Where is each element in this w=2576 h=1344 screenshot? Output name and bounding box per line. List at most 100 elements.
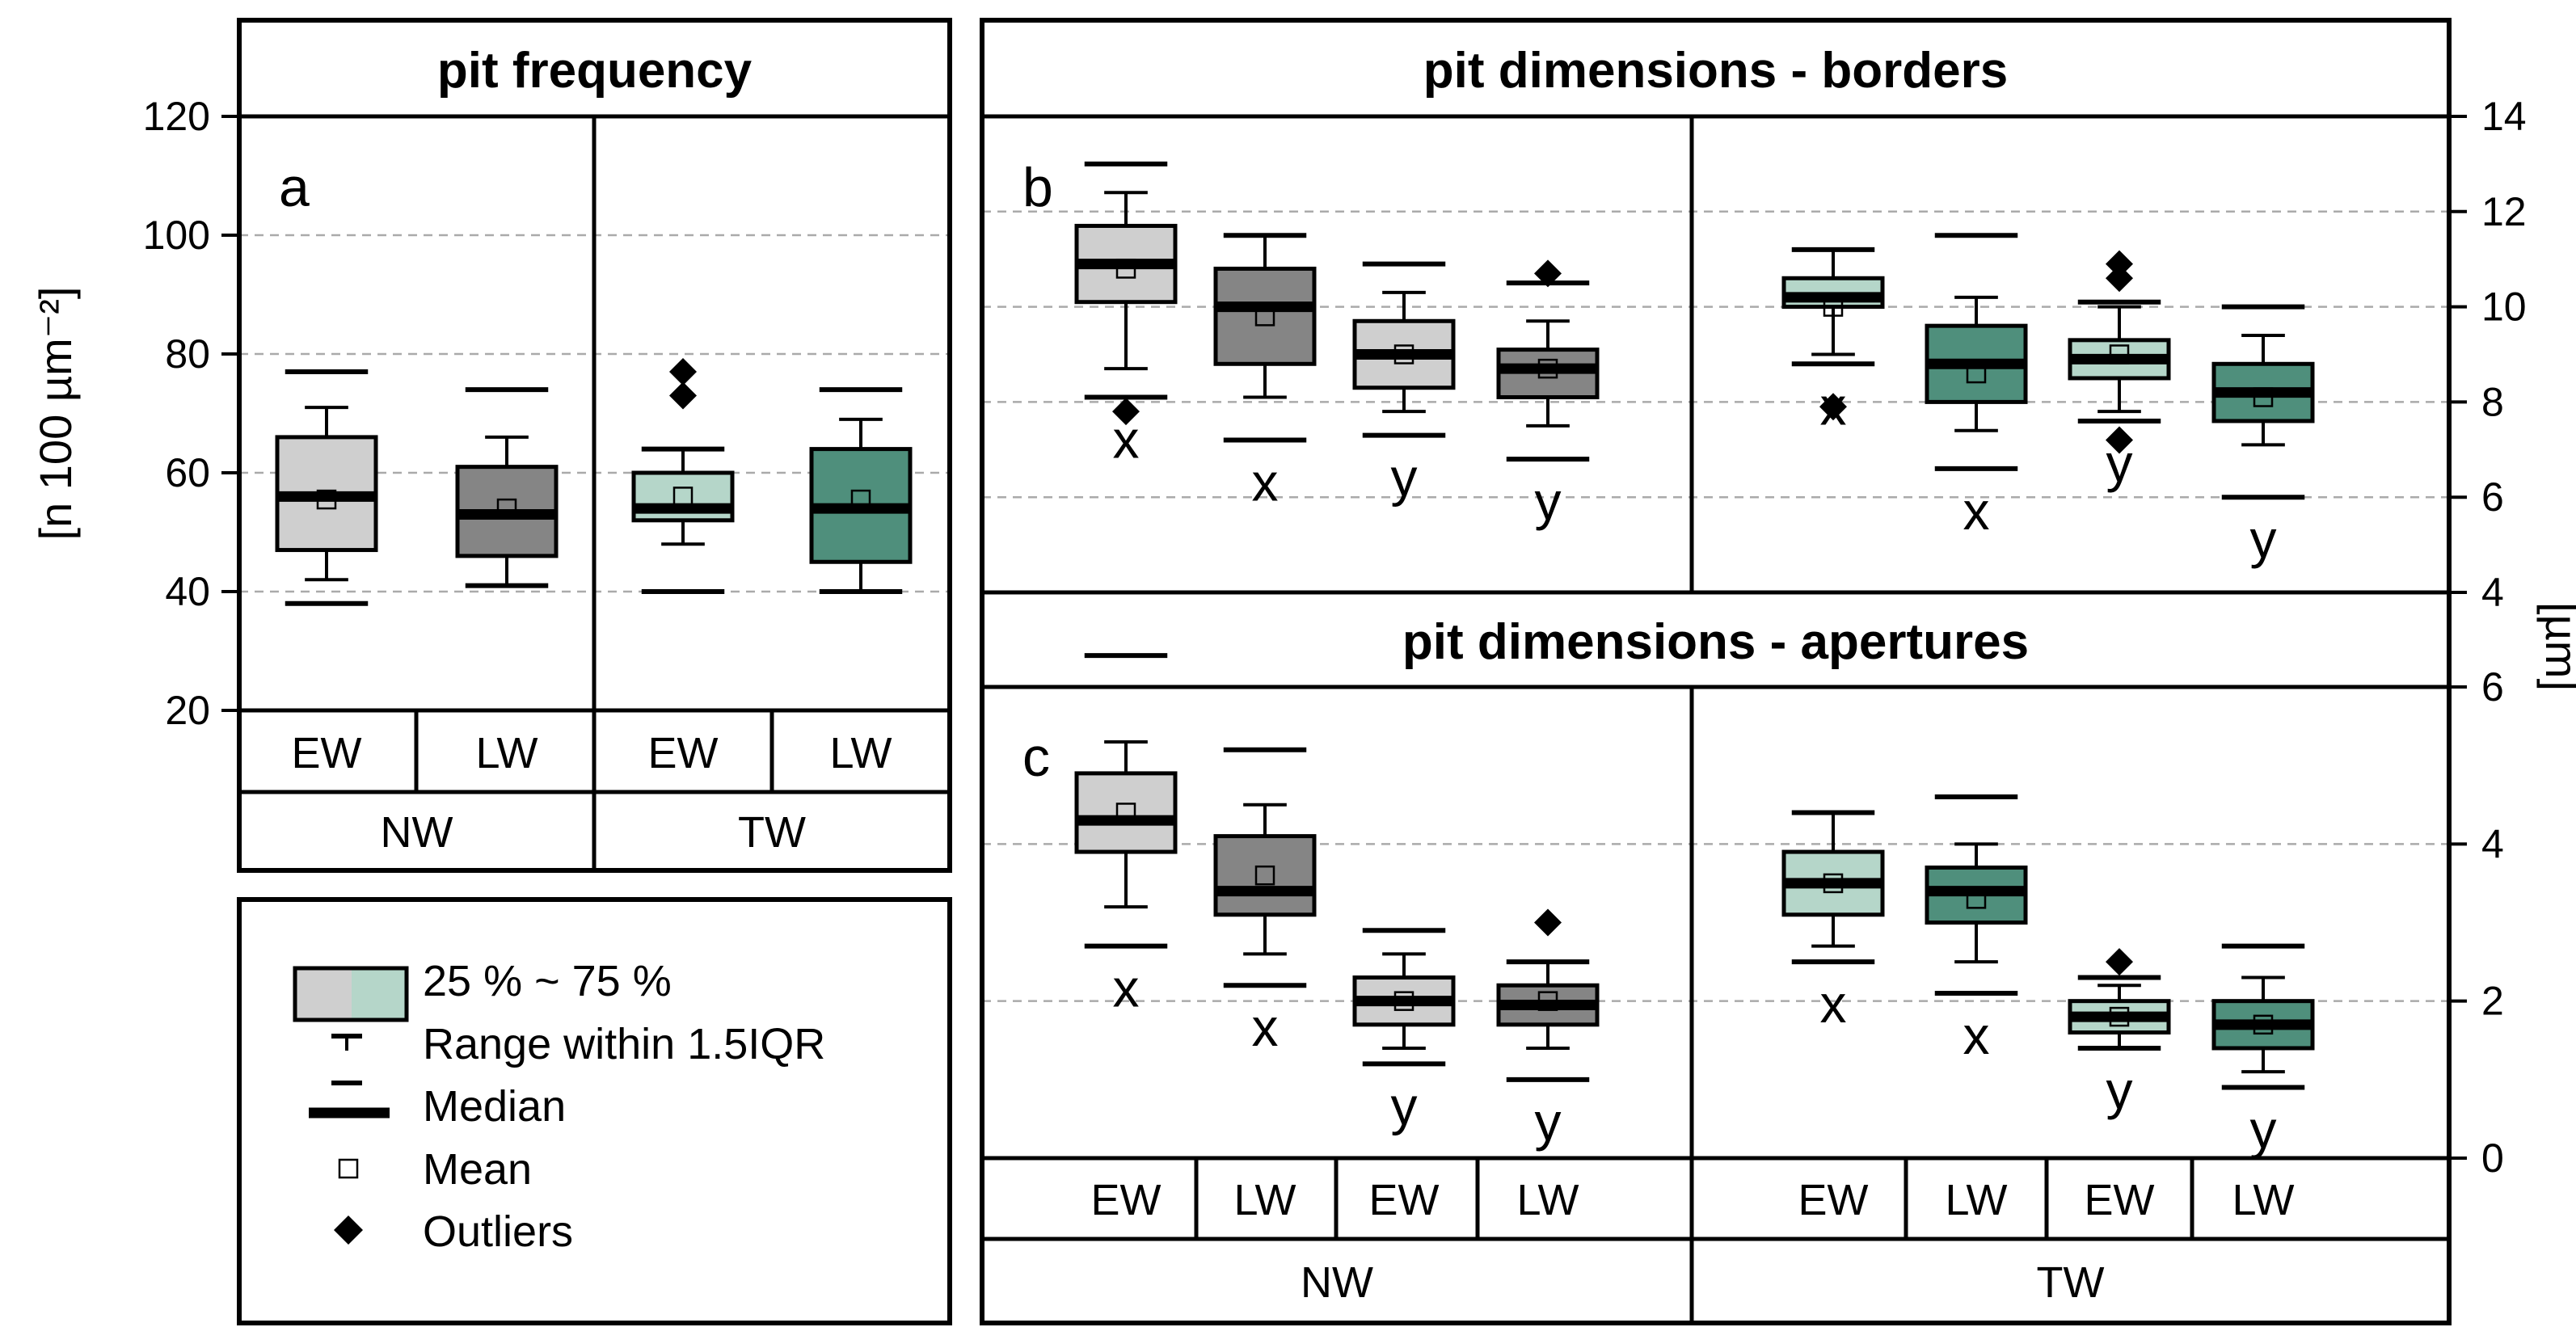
mean-marker — [1115, 259, 1136, 279]
panel-letter: b — [1022, 157, 1053, 218]
outlier-marker — [1112, 398, 1140, 426]
y-axis-label: [µm] — [2536, 602, 2576, 691]
box-group: x — [1074, 161, 1178, 470]
legend-outlier-marker — [334, 1215, 363, 1245]
mean-marker — [1537, 358, 1558, 379]
group-label: TW — [2037, 1258, 2105, 1307]
mean-marker — [1537, 991, 1558, 1011]
legend-swatch-border — [293, 966, 409, 1022]
legend-swatch-teal — [352, 968, 407, 1020]
box-group: y — [1352, 928, 1456, 1135]
y-tick-label: 60 — [165, 450, 210, 495]
outlier-marker — [2106, 948, 2133, 976]
y-tick-label: 8 — [2481, 379, 2504, 424]
box-group — [631, 358, 735, 594]
outlier-marker — [2106, 250, 2133, 278]
mean-marker — [1115, 803, 1136, 823]
y-tick-label: 120 — [143, 94, 210, 139]
mean-marker — [1254, 306, 1275, 327]
category-label: LW — [1234, 1176, 1296, 1224]
group-label: NW — [381, 808, 453, 857]
outlier-marker — [1534, 259, 1562, 288]
significance-label: y — [1535, 471, 1562, 531]
box-group: y — [1496, 259, 1600, 531]
box-group: y — [1352, 261, 1456, 508]
y-axis-label: [n 100 µm⁻²] — [30, 287, 81, 541]
panel-bc-frame — [980, 18, 2452, 1325]
mean-marker — [316, 489, 337, 510]
category-label: EW — [648, 729, 719, 777]
panel-title: pit frequency — [437, 43, 753, 99]
legend-item-label: 25 % ~ 75 % — [423, 957, 672, 1005]
significance-label: x — [1963, 1005, 1990, 1065]
category-label: LW — [830, 729, 892, 777]
category-label: LW — [2232, 1176, 2295, 1224]
outlier-marker — [1819, 393, 1847, 421]
category-label: EW — [1091, 1176, 1162, 1224]
significance-label: y — [2250, 509, 2277, 569]
y-tick-label: 6 — [2481, 474, 2504, 520]
box-group — [455, 387, 559, 588]
box-group — [809, 387, 913, 594]
box-group: y — [2211, 943, 2315, 1160]
significance-label: x — [1252, 453, 1279, 512]
y-tick-label: 0 — [2481, 1135, 2504, 1181]
legend-item-label: Outliers — [423, 1207, 573, 1256]
legend-frame — [237, 897, 952, 1325]
significance-label: y — [1535, 1092, 1562, 1152]
mean-marker — [1823, 873, 1844, 894]
box-group: x — [1781, 246, 1885, 436]
category-label: LW — [1946, 1176, 2008, 1224]
significance-label: x — [1113, 410, 1140, 470]
mean-marker — [1393, 991, 1414, 1011]
outlier-marker — [2106, 426, 2133, 454]
significance-label: y — [2250, 1100, 2277, 1160]
box-group: x — [1213, 233, 1317, 512]
mean-marker — [1966, 889, 1987, 909]
iqr-box — [1074, 771, 1178, 854]
outlier-marker — [1534, 908, 1562, 937]
box-group — [275, 369, 378, 606]
y-tick-label: 2 — [2481, 979, 2504, 1024]
box-group: x — [1213, 747, 1317, 1057]
box-group: x — [1925, 794, 2028, 1065]
y-tick-label: 4 — [2481, 570, 2504, 615]
box-group: x — [1074, 653, 1178, 1018]
category-label: EW — [292, 729, 362, 777]
y-tick-label: 20 — [165, 688, 210, 733]
category-label: EW — [2085, 1176, 2155, 1224]
mean-marker — [496, 498, 517, 519]
significance-label: y — [1391, 1076, 1418, 1135]
group-label: NW — [1301, 1258, 1373, 1307]
mean-marker — [672, 487, 694, 507]
outlier-marker — [669, 381, 697, 410]
significance-label: x — [1113, 958, 1140, 1018]
y-tick-label: 4 — [2481, 821, 2504, 866]
mean-marker — [850, 489, 871, 510]
significance-label: x — [1252, 997, 1279, 1057]
outlier-marker — [2106, 264, 2133, 293]
group-label: TW — [738, 808, 806, 857]
panel-title: pit dimensions - apertures — [1402, 614, 2029, 670]
mean-marker — [1823, 297, 1844, 317]
panel-title: pit dimensions - borders — [1423, 43, 2008, 99]
significance-label: y — [1391, 448, 1418, 508]
mean-marker — [2253, 1014, 2274, 1035]
iqr-box — [1213, 266, 1317, 366]
significance-label: x — [1820, 376, 1847, 436]
significance-label: x — [1963, 481, 1990, 541]
box-group: y — [2068, 948, 2171, 1120]
y-tick-label: 14 — [2481, 94, 2527, 139]
y-tick-label: 80 — [165, 331, 210, 377]
box-group: x — [1781, 810, 1885, 1034]
box-group: y — [2068, 250, 2171, 493]
box-group: x — [1925, 233, 2028, 541]
box-group: y — [2211, 304, 2315, 569]
category-label: EW — [1369, 1176, 1440, 1224]
legend: 25 % ~ 75 %Range within 1.5IQRMedianMean… — [237, 897, 952, 1325]
mean-marker — [2109, 344, 2130, 364]
